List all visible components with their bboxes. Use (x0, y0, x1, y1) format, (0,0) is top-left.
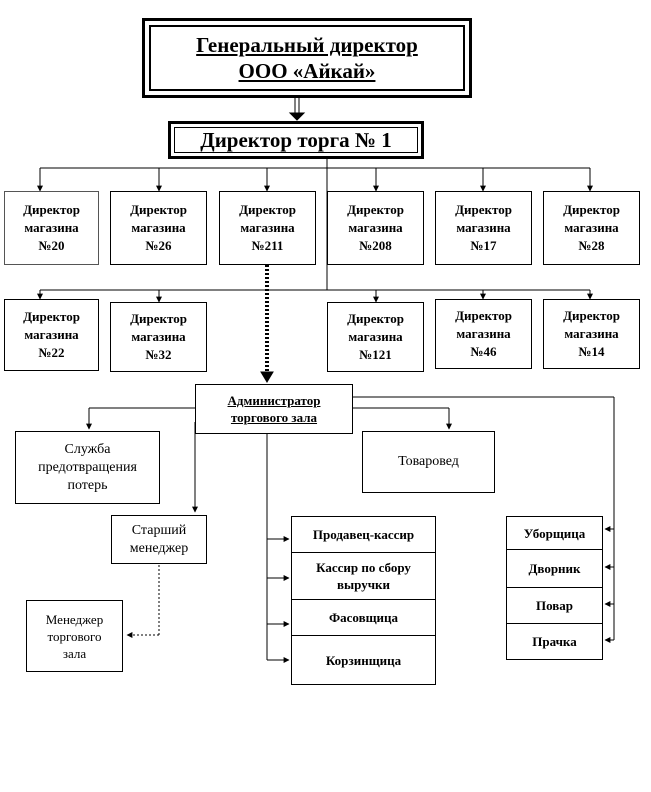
store-director-26: Директор магазина №26 (110, 191, 207, 265)
staff-cell-revenue-cashier: Кассир по сбору выручки (292, 553, 435, 600)
store-director-14: Директор магазина №14 (543, 299, 640, 369)
merchandiser-box: Товаровед (362, 431, 495, 493)
floor-manager-label: Менеджер торгового зала (45, 611, 104, 661)
store-director-label: Директор магазина №208 (347, 202, 404, 253)
staff-cell-packer: Фасовщица (292, 600, 435, 636)
merchandiser-label: Товаровед (398, 454, 459, 469)
staff-cell-basket-worker: Корзинщица (325, 652, 402, 668)
service-staff-stack: Уборщица Дворник Повар Прачка (506, 516, 603, 660)
trade-director-box: Директор торга № 1 (168, 121, 424, 159)
floor-manager-box: Менеджер торгового зала (26, 600, 123, 672)
general-director-label: Генеральный директор ООО «Айкай» (196, 33, 418, 83)
store-director-28: Директор магазина №28 (543, 191, 640, 265)
store-director-label: Директор магазина №14 (563, 308, 620, 359)
store-director-20: Директор магазина №20 (4, 191, 99, 265)
floor-administrator-label: Администратор торгового зала (227, 393, 321, 425)
store-director-label: Директор магазина №32 (130, 311, 187, 362)
floor-administrator-box: Администратор торгового зала (195, 384, 353, 434)
store-director-211: Директор магазина №211 (219, 191, 316, 265)
store-director-22: Директор магазина №22 (4, 299, 99, 371)
store-director-label: Директор магазина №28 (563, 202, 620, 253)
store-director-label: Директор магазина №26 (130, 202, 187, 253)
staff-cell-laundress: Прачка (532, 634, 577, 649)
store-director-46: Директор магазина №46 (435, 299, 532, 369)
store-director-label: Директор магазина №17 (455, 202, 512, 253)
store-director-label: Директор магазина №121 (347, 311, 404, 362)
store-director-label: Директор магазина №211 (239, 202, 296, 253)
store-director-17: Директор магазина №17 (435, 191, 532, 265)
store-director-32: Директор магазина №32 (110, 302, 207, 372)
loss-prevention-box: Служба предотвращения потерь (15, 431, 160, 504)
trade-director-label: Директор торга № 1 (200, 128, 392, 152)
store-director-label: Директор магазина №20 (23, 202, 80, 253)
senior-manager-box: Старший менеджер (111, 515, 207, 564)
senior-manager-label: Старший менеджер (129, 522, 189, 556)
store-director-label: Директор магазина №46 (455, 308, 512, 359)
general-director-box: Генеральный директор ООО «Айкай» (142, 18, 472, 98)
store-director-208: Директор магазина №208 (327, 191, 424, 265)
staff-cell-cleaner: Уборщица (507, 517, 602, 550)
store-director-121: Директор магазина №121 (327, 302, 424, 372)
store-director-label: Директор магазина №22 (23, 309, 80, 360)
staff-cell-cashier: Продавец-кассир (292, 517, 435, 553)
sales-staff-stack: Продавец-кассир Кассир по сбору выручки … (291, 516, 436, 685)
staff-cell-janitor: Дворник (507, 550, 602, 588)
staff-cell-cook: Повар (507, 588, 602, 624)
loss-prevention-label: Служба предотвращения потерь (38, 441, 137, 493)
